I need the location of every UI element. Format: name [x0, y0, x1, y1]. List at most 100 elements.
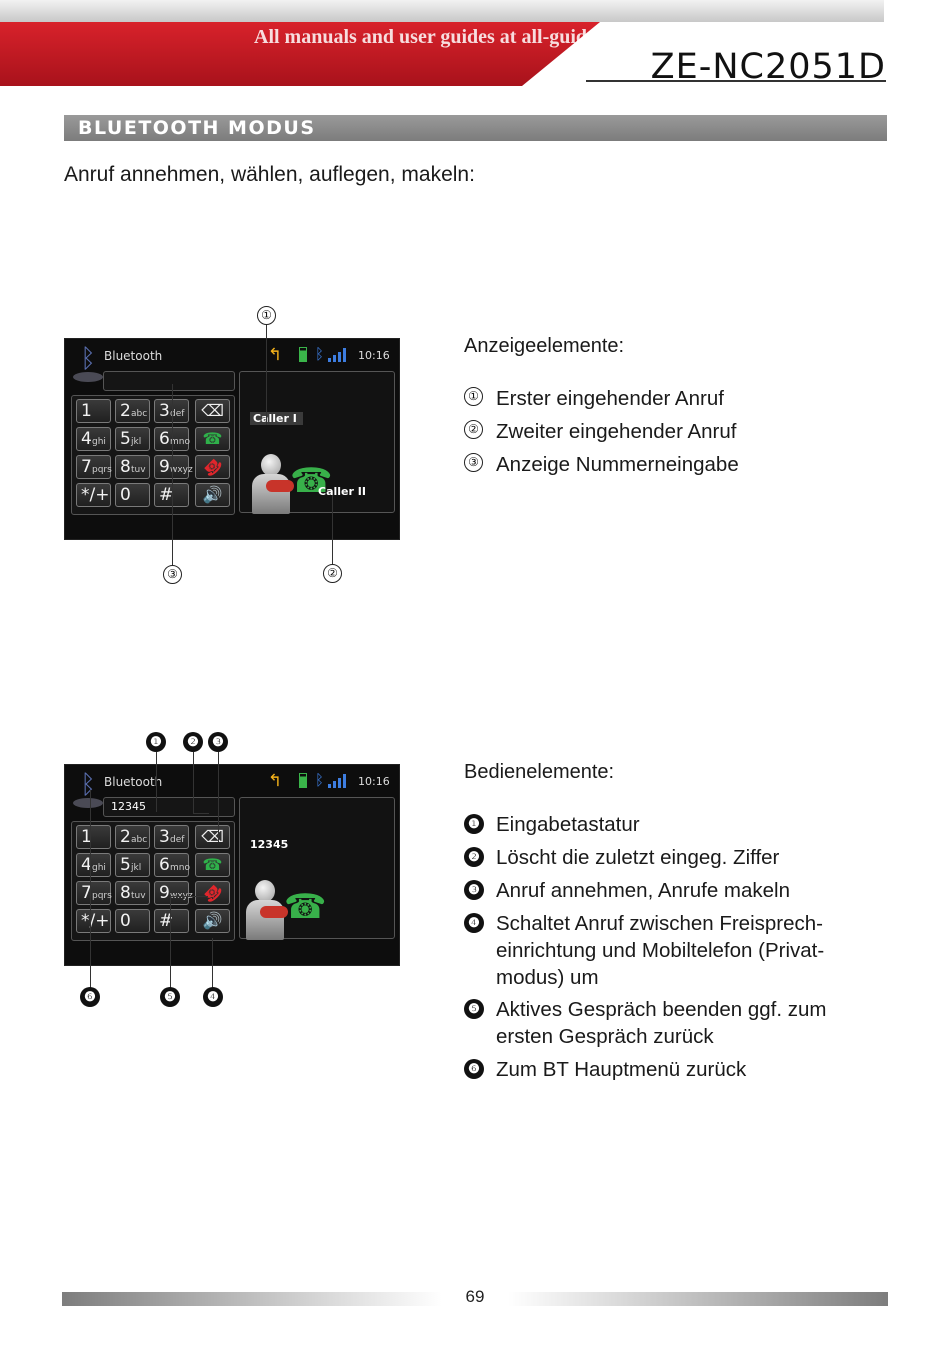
intro-text: Anruf annehmen, wählen, auflegen, makeln… [64, 163, 475, 186]
battery-icon [299, 773, 307, 788]
lead-line-hangup-h [170, 896, 208, 897]
lead-line-1 [266, 325, 267, 425]
bluetooth-status-icon: ᛒ [315, 771, 325, 789]
keypad-key-digit: 6 [159, 429, 170, 449]
anzeige-item: ③ Anzeige Nummerneingabe [464, 451, 884, 478]
call-button[interactable]: ☎ [195, 853, 230, 877]
hangup-button[interactable]: ☎ [195, 454, 230, 481]
bedien-marker: ❻ [464, 1059, 484, 1079]
call-info-panel: 12345 ☎ [239, 797, 395, 940]
keypad-key-letters: ghi [92, 437, 106, 447]
bedien-title: Bedienelemente: [464, 761, 615, 783]
lead-line-hangup [170, 896, 171, 988]
keypad-key-letters: tuv [131, 891, 146, 901]
screen-title: Bluetooth [104, 775, 163, 789]
keypad-key-digit: 5 [120, 855, 131, 875]
keypad-key[interactable]: 1 [76, 825, 111, 849]
bedien-item: ❺ Aktives Gespräch beenden ggf. zum erst… [464, 996, 864, 1050]
keypad-key[interactable]: */+ [76, 909, 111, 933]
bluetooth-logo-base [73, 372, 103, 382]
keypad-key-digit: 7 [81, 457, 92, 477]
keypad-key-digit: 2 [120, 401, 131, 421]
keypad-key[interactable]: */+ [76, 483, 111, 507]
number-input-display[interactable] [103, 371, 235, 391]
keypad-key[interactable]: 1 [76, 399, 111, 423]
bedien-marker: ❸ [464, 880, 484, 900]
keypad-key-digit: 3 [159, 827, 170, 847]
call-icon: ☎ [202, 855, 223, 874]
backspace-button[interactable]: ⌫ [195, 399, 230, 423]
hangup-icon: ☎ [199, 879, 227, 908]
keypad-key-letters: pqrs [92, 891, 112, 901]
bluetooth-status-icon: ᛒ [315, 345, 325, 363]
marker-filled-5: ❺ [160, 987, 180, 1007]
bedien-item-text: Schaltet Anruf zwischen Freisprech-einri… [496, 912, 825, 989]
header-grey-band [0, 0, 884, 22]
caller-two-label: Caller II [318, 485, 366, 498]
keypad-key-digit: 2 [120, 827, 131, 847]
footer-bar-left [62, 1292, 442, 1306]
handset-red-icon [266, 480, 294, 492]
number-input-display[interactable]: 12345 [103, 797, 235, 817]
speaker-button[interactable]: 🔊 [195, 909, 230, 933]
keypad-key-digit: # [159, 911, 174, 931]
speaker-icon: 🔊 [202, 485, 223, 504]
keypad-key-digit: 8 [120, 457, 131, 477]
hangup-button[interactable]: ☎ [195, 880, 230, 907]
backspace-icon: ⌫ [201, 827, 224, 846]
anzeige-item-text: Erster eingehender Anruf [496, 387, 724, 410]
handset-red-icon [260, 906, 288, 918]
bedien-item: ❶ Eingabetastatur [464, 811, 884, 838]
keypad-key-letters: ghi [92, 863, 106, 873]
keypad-key-letters: def [170, 835, 185, 845]
bedien-item: ❷ Löscht die zuletzt eingeg. Ziffer [464, 844, 884, 871]
keypad-key-digit: 6 [159, 855, 170, 875]
keypad-key[interactable]: 0 [115, 483, 150, 507]
backspace-button[interactable]: ⌫ [195, 825, 230, 849]
page-number: 69 [465, 1287, 485, 1306]
clock-display: 10:16 [358, 349, 390, 362]
keypad-key[interactable]: # [154, 483, 189, 507]
section-title: BLUETOOTH MODUS [64, 115, 887, 141]
dialed-number-label: 12345 [250, 838, 289, 851]
navigation-arrow-icon: ↰ [268, 345, 283, 365]
caller-one-label: Caller I [250, 412, 303, 425]
anzeige-marker: ③ [464, 453, 483, 472]
bedien-marker: ❷ [464, 847, 484, 867]
anzeige-item-text: Zweiter eingehender Anruf [496, 420, 737, 443]
speaker-button[interactable]: 🔊 [195, 483, 230, 507]
footer-bar-right [508, 1292, 888, 1306]
status-bar: ↰ ᛒ 10:16 [268, 771, 398, 791]
lead-line-backspace-h [193, 813, 209, 814]
keypad-key-digit: 3 [159, 401, 170, 421]
bedien-item-text: Löscht die zuletzt eingeg. Ziffer [496, 846, 780, 869]
keypad-key[interactable]: # [154, 909, 189, 933]
bedien-item: ❹ Schaltet Anruf zwischen Freisprech-ein… [464, 910, 864, 991]
keypad-key-digit: */+ [81, 911, 110, 931]
hangup-icon: ☎ [199, 453, 227, 482]
lead-line-call [218, 752, 219, 842]
keypad-key[interactable]: 0 [115, 909, 150, 933]
bedien-item: ❸ Anruf annehmen, Anrufe makeln [464, 877, 884, 904]
bluetooth-logo-icon[interactable]: ᛒ [80, 770, 96, 800]
call-button[interactable]: ☎ [195, 427, 230, 451]
